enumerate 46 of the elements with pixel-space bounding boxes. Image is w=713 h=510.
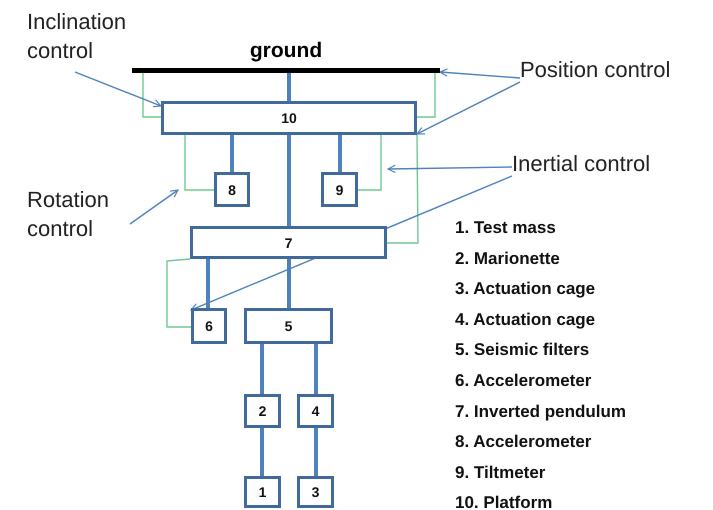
control-label: Inertial control [512, 150, 702, 180]
control-label: Position control [520, 56, 710, 86]
component-box: 5 [244, 308, 333, 344]
connector-line [260, 344, 264, 394]
leader-arrow [74, 71, 162, 108]
legend-item: 10. Platform [455, 493, 552, 510]
leader-arrow [416, 81, 520, 135]
legend-item: 8. Accelerometer [455, 432, 592, 452]
component-box: 4 [297, 394, 334, 428]
component-box: 8 [214, 172, 250, 207]
connector-line [184, 135, 214, 191]
legend-item: 1. Test mass [455, 218, 556, 238]
connector-line [338, 135, 342, 172]
component-box: 6 [191, 308, 227, 344]
connector-line [206, 259, 210, 308]
connector-line [287, 73, 291, 101]
connector-line [287, 135, 291, 226]
connector-line [417, 73, 436, 118]
legend-item: 3. Actuation cage [455, 279, 596, 300]
legend-item: 4. Actuation cage [455, 310, 596, 330]
connector-line [166, 258, 191, 328]
connector-line [230, 135, 234, 172]
component-box: 9 [321, 172, 358, 207]
component-box: 3 [297, 476, 334, 508]
legend-item: 9. Tiltmeter [455, 462, 546, 483]
legend-item: 5. Seismic filters [455, 340, 590, 360]
connector-line [387, 135, 419, 244]
component-box: 2 [244, 394, 281, 428]
connector-line [142, 73, 161, 118]
legend-item: 6. Accelerometer [455, 371, 592, 391]
control-label: Rotation control [27, 186, 137, 250]
leader-arrow [439, 68, 520, 79]
ground-label: ground [248, 38, 324, 64]
legend-item: 7. Inverted pendulum [455, 402, 626, 422]
component-box: 10 [161, 101, 417, 135]
control-label: Inclination control [27, 8, 157, 72]
legend-item: 2. Marionette [455, 248, 560, 269]
leader-arrow [387, 164, 512, 174]
connector-line [287, 259, 291, 308]
connector-line [358, 135, 382, 191]
component-box: 1 [244, 476, 281, 508]
connector-line [260, 428, 264, 476]
component-box: 7 [190, 226, 387, 259]
connector-line [314, 344, 318, 394]
connector-line [314, 428, 318, 476]
leader-arrow [130, 189, 179, 225]
